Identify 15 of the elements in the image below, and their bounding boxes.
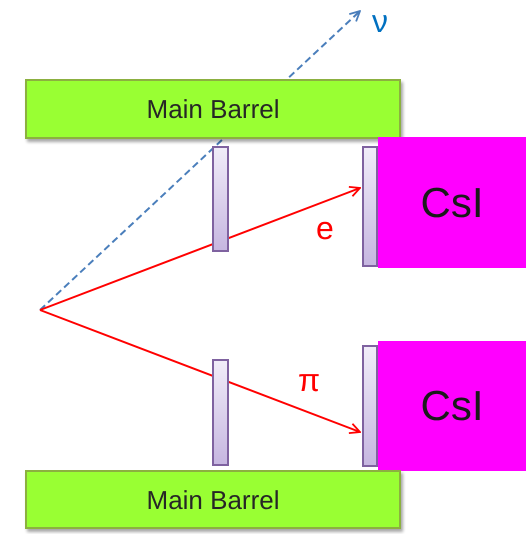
calorimeter-label: CsI	[420, 385, 484, 427]
particle-label: ν	[372, 5, 388, 37]
veto-bar	[362, 146, 378, 267]
veto-bar	[212, 359, 229, 466]
detector-label: Main Barrel	[146, 96, 280, 122]
calorimeter-label: CsI	[420, 182, 484, 224]
detector-label: Main Barrel	[146, 486, 280, 512]
arrow	[40, 309, 361, 434]
veto-bar	[212, 146, 229, 252]
arrow	[40, 186, 361, 311]
calorimeter-box	[378, 137, 526, 268]
main-barrel-box	[25, 470, 401, 529]
calorimeter-box	[378, 341, 526, 471]
main-barrel-box	[25, 79, 401, 139]
veto-bar	[362, 345, 378, 467]
